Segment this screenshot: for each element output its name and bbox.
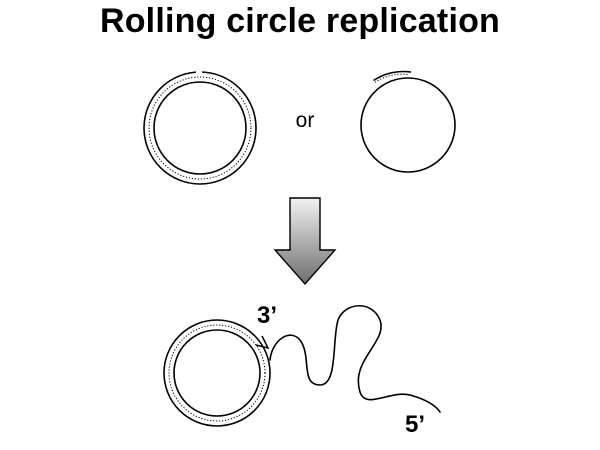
or-label: or (296, 109, 315, 132)
template-outer-strand (163, 319, 271, 427)
rolling-circle-product (163, 305, 441, 427)
primer-pairing (374, 73, 410, 83)
outer-strand (143, 71, 257, 185)
three-prime-label: 3’ (257, 302, 277, 329)
template-base-pairing (168, 324, 266, 422)
double-stranded-circle-nicked (143, 66, 257, 185)
synthesis-direction-arrowhead (255, 335, 270, 350)
circular-strand (360, 77, 456, 173)
strand-nick (196, 66, 202, 76)
displaced-strand (269, 305, 441, 413)
process-arrow (273, 197, 337, 286)
inner-strand (153, 81, 247, 175)
template-inner-strand (173, 329, 261, 417)
single-stranded-circle-primed (360, 70, 456, 173)
primer-strand (373, 70, 412, 82)
five-prime-label: 5’ (405, 411, 425, 438)
diagram-title: Rolling circle replication (99, 2, 501, 40)
base-pairing (148, 76, 252, 180)
